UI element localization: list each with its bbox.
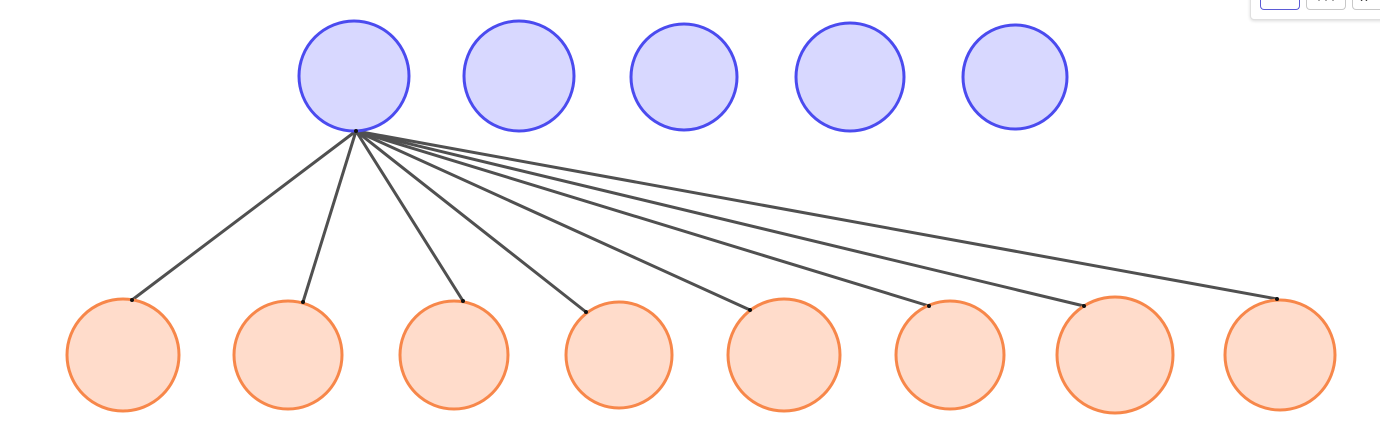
- bottom-node-5[interactable]: [894, 299, 1006, 411]
- bottom-nodes-layer: [65, 295, 1337, 415]
- edge-top-0-bottom-1[interactable]: [301, 129, 358, 304]
- toolbar: [1250, 0, 1380, 20]
- hub-endpoint[interactable]: [354, 129, 358, 133]
- target-endpoint-5[interactable]: [927, 304, 931, 308]
- snap-tool-icon: [1360, 0, 1368, 1]
- edge-top-0-bottom-3[interactable]: [354, 129, 588, 314]
- bottom-node-3[interactable]: [564, 300, 674, 410]
- top-node-3[interactable]: [794, 21, 906, 133]
- edge-top-0-bottom-7[interactable]: [354, 129, 1279, 301]
- edges-layer: [130, 129, 1279, 314]
- edge-top-0-bottom-6[interactable]: [354, 129, 1086, 308]
- bottom-node-6[interactable]: [1055, 295, 1175, 415]
- top-node-4[interactable]: [961, 23, 1069, 131]
- select-tool-button[interactable]: [1260, 0, 1300, 10]
- target-endpoint-6[interactable]: [1082, 304, 1086, 308]
- top-node-2[interactable]: [629, 22, 739, 132]
- edge-top-0-bottom-0[interactable]: [130, 129, 358, 302]
- grid-tool-icon: [1318, 0, 1334, 1]
- target-endpoint-2[interactable]: [461, 299, 465, 303]
- endpoints-layer: [130, 129, 1279, 314]
- top-nodes-layer: [297, 19, 1069, 133]
- target-endpoint-1[interactable]: [301, 300, 305, 304]
- target-endpoint-0[interactable]: [130, 298, 134, 302]
- target-endpoint-7[interactable]: [1275, 297, 1279, 301]
- edge-top-0-bottom-4[interactable]: [354, 129, 752, 312]
- top-node-0[interactable]: [297, 19, 411, 133]
- bottom-node-4[interactable]: [726, 297, 842, 413]
- target-endpoint-3[interactable]: [584, 310, 588, 314]
- bottom-node-1[interactable]: [232, 299, 344, 411]
- top-node-1[interactable]: [462, 19, 576, 133]
- bottom-node-7[interactable]: [1223, 298, 1337, 412]
- snap-tool-button[interactable]: [1352, 0, 1380, 10]
- select-tool-icon: [1265, 0, 1295, 1]
- edge-top-0-bottom-2[interactable]: [354, 129, 465, 303]
- edge-top-0-bottom-5[interactable]: [354, 129, 931, 308]
- target-endpoint-4[interactable]: [748, 308, 752, 312]
- bottom-node-2[interactable]: [398, 299, 510, 411]
- grid-tool-button[interactable]: [1306, 0, 1346, 10]
- bottom-node-0[interactable]: [65, 297, 181, 413]
